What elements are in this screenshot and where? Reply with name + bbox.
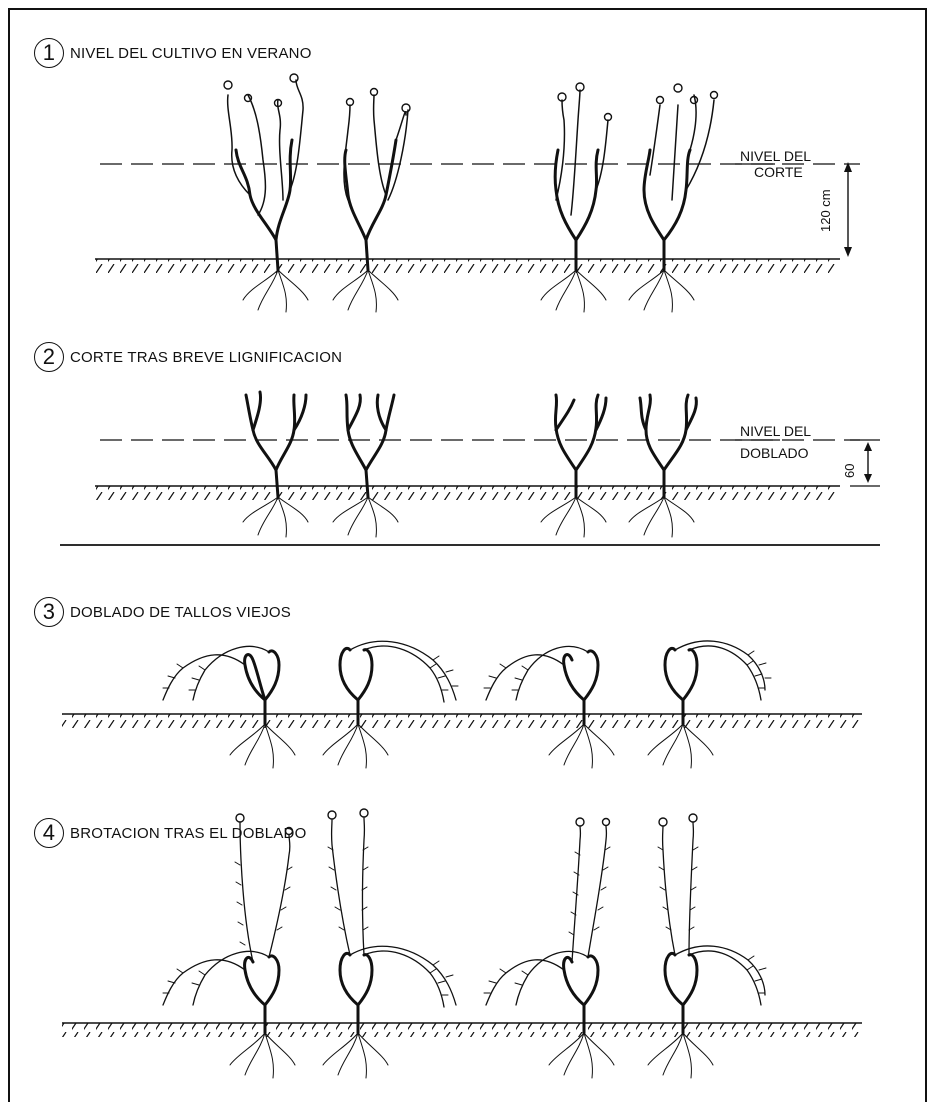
plant-group-3 bbox=[163, 641, 771, 768]
ground-hatch-1 bbox=[95, 259, 840, 273]
ground-hatch-4 bbox=[62, 1023, 862, 1037]
plant-group-1 bbox=[224, 74, 718, 312]
plant-group-4 bbox=[163, 809, 766, 1078]
ground-hatch-3 bbox=[62, 714, 862, 728]
plant-group-2 bbox=[243, 392, 696, 537]
ground-hatch-2 bbox=[95, 486, 840, 500]
